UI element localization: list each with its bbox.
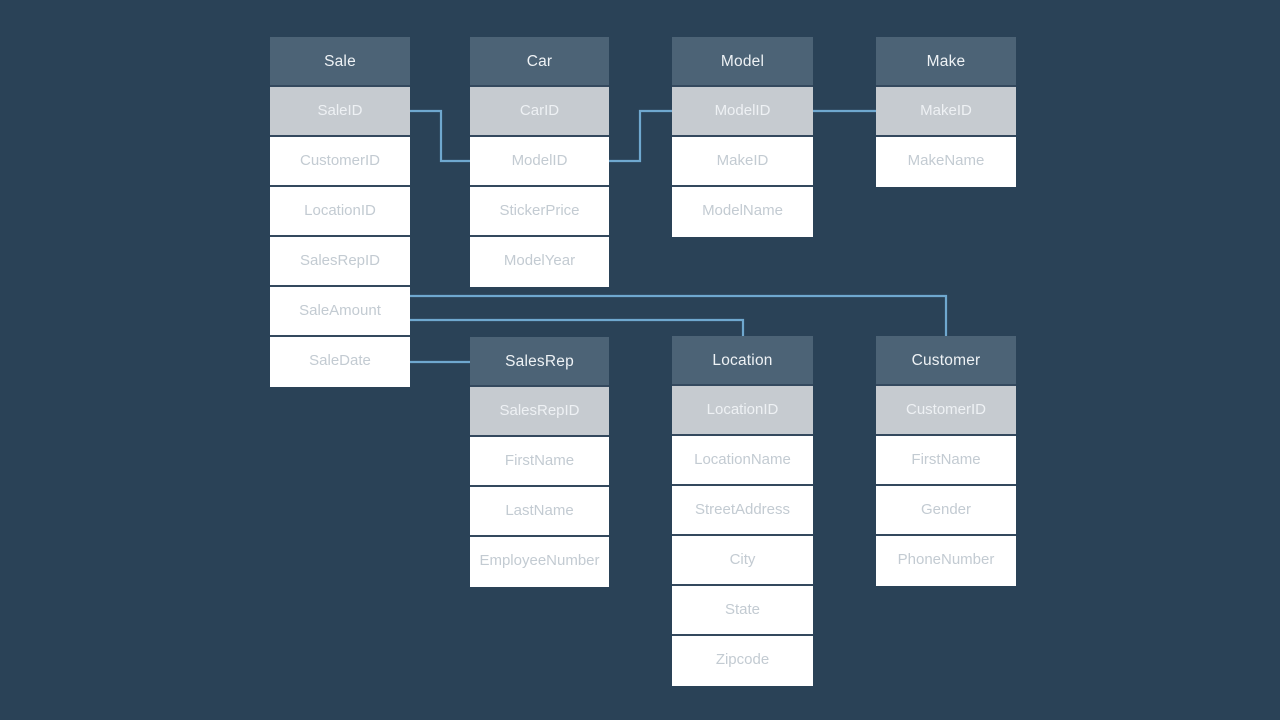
primary-key-field-customer-0[interactable]: CustomerID xyxy=(876,386,1016,436)
attribute-field-sale-1[interactable]: CustomerID xyxy=(270,137,410,187)
primary-key-field-car-0[interactable]: CarID xyxy=(470,87,609,137)
attribute-field-car-1[interactable]: ModelID xyxy=(470,137,609,187)
attribute-field-customer-2[interactable]: Gender xyxy=(876,486,1016,536)
attribute-field-location-4[interactable]: State xyxy=(672,586,813,636)
attribute-field-sale-3[interactable]: SalesRepID xyxy=(270,237,410,287)
relationship-line-sale-car xyxy=(410,109,470,163)
attribute-field-location-1[interactable]: LocationName xyxy=(672,436,813,486)
entity-title-location: Location xyxy=(672,336,813,386)
attribute-field-sale-2[interactable]: LocationID xyxy=(270,187,410,237)
primary-key-field-location-0[interactable]: LocationID xyxy=(672,386,813,436)
attribute-field-location-3[interactable]: City xyxy=(672,536,813,586)
attribute-field-sale-4[interactable]: SaleAmount xyxy=(270,287,410,337)
primary-key-field-salesrep-0[interactable]: SalesRepID xyxy=(470,387,609,437)
attribute-field-make-1[interactable]: MakeName xyxy=(876,137,1016,187)
attribute-field-salesrep-1[interactable]: FirstName xyxy=(470,437,609,487)
entity-title-salesrep: SalesRep xyxy=(470,337,609,387)
entity-title-sale: Sale xyxy=(270,37,410,87)
entity-title-make: Make xyxy=(876,37,1016,87)
attribute-field-location-2[interactable]: StreetAddress xyxy=(672,486,813,536)
primary-key-field-make-0[interactable]: MakeID xyxy=(876,87,1016,137)
relationship-line-sale-location xyxy=(410,318,745,336)
attribute-field-car-3[interactable]: ModelYear xyxy=(470,237,609,287)
entity-title-car: Car xyxy=(470,37,609,87)
attribute-field-car-2[interactable]: StickerPrice xyxy=(470,187,609,237)
attribute-field-sale-5[interactable]: SaleDate xyxy=(270,337,410,387)
attribute-field-salesrep-3[interactable]: EmployeeNumber xyxy=(470,537,609,587)
entity-title-customer: Customer xyxy=(876,336,1016,386)
attribute-field-location-5[interactable]: Zipcode xyxy=(672,636,813,686)
entity-title-model: Model xyxy=(672,37,813,87)
attribute-field-model-2[interactable]: ModelName xyxy=(672,187,813,237)
relationship-line-car-model xyxy=(609,109,672,163)
attribute-field-customer-1[interactable]: FirstName xyxy=(876,436,1016,486)
attribute-field-customer-3[interactable]: PhoneNumber xyxy=(876,536,1016,586)
relationship-line-sale-customer xyxy=(410,294,948,336)
primary-key-field-sale-0[interactable]: SaleID xyxy=(270,87,410,137)
attribute-field-model-1[interactable]: MakeID xyxy=(672,137,813,187)
attribute-field-salesrep-2[interactable]: LastName xyxy=(470,487,609,537)
primary-key-field-model-0[interactable]: ModelID xyxy=(672,87,813,137)
